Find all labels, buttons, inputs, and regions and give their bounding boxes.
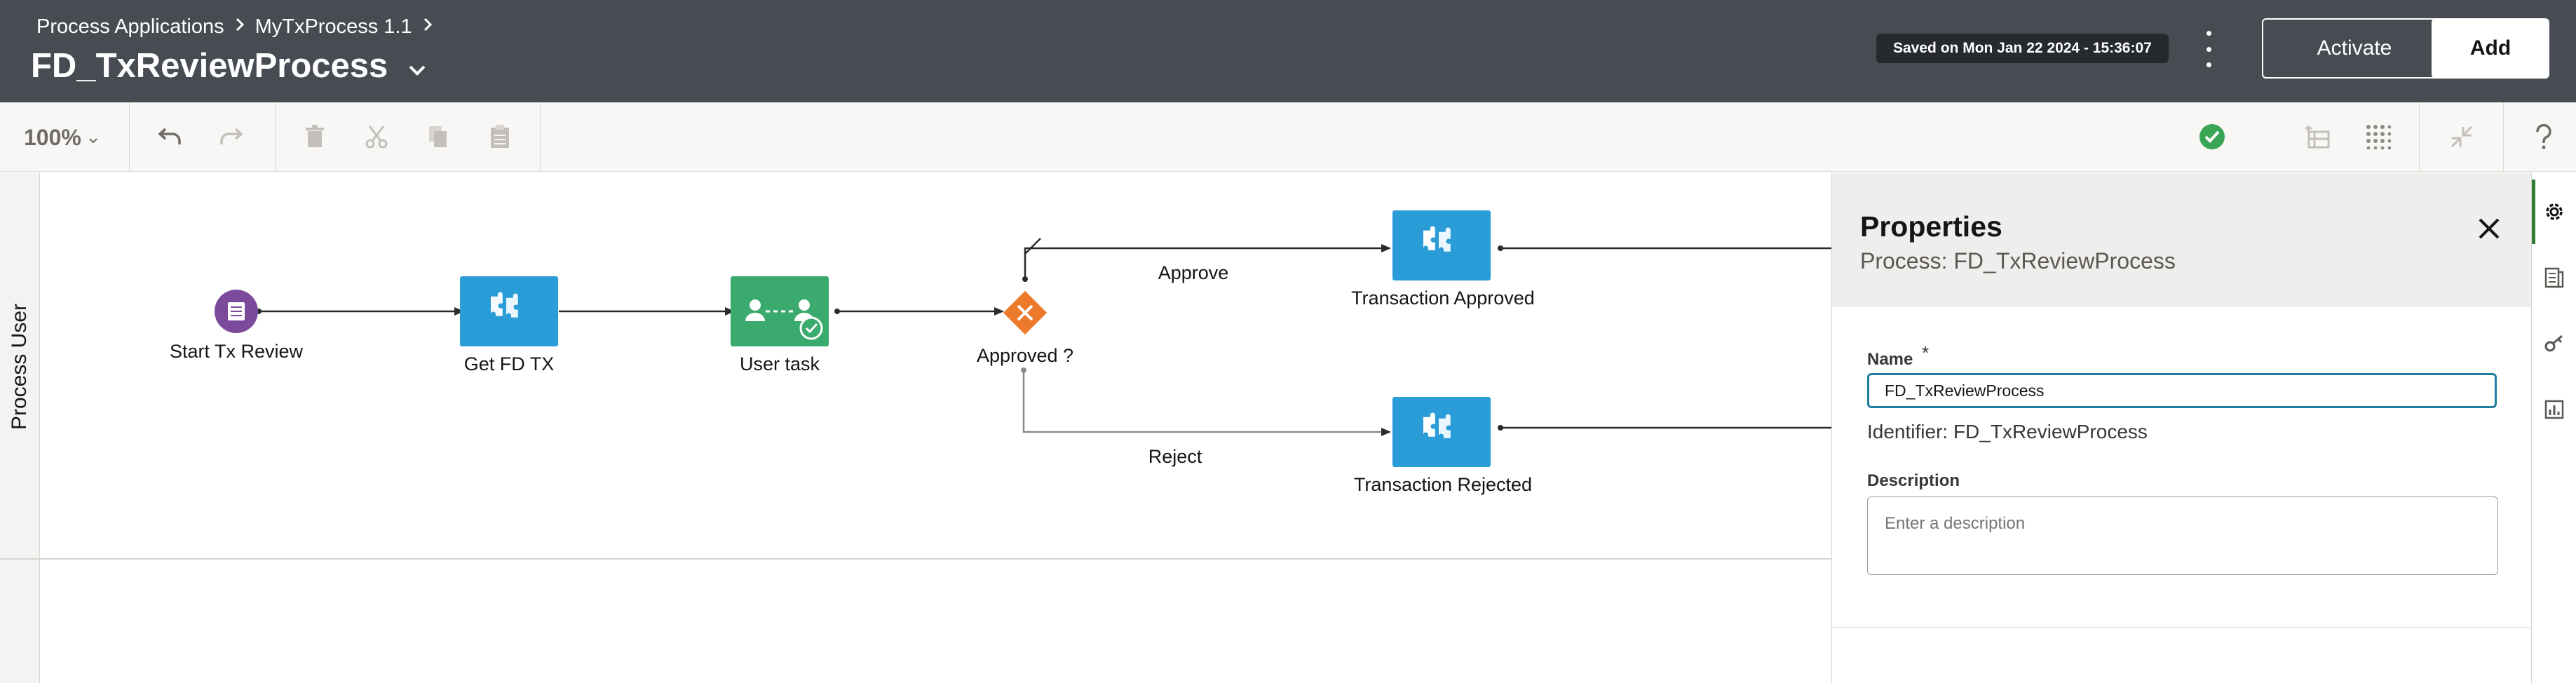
default-flow-marker [1024,238,1041,255]
puzzle-icon [1423,226,1451,252]
gateway-label: Approved ? [976,345,1074,366]
copy-icon[interactable] [421,119,456,154]
redo-icon[interactable] [214,119,249,154]
flow-reject[interactable] [1022,370,1391,436]
more-options-icon[interactable] [2198,31,2219,67]
properties-title: Properties [1860,210,2002,243]
breadcrumb-mytxprocess[interactable]: MyTxProcess 1.1 [255,15,412,38]
approve-flow-label: Approve [1158,262,1229,283]
properties-subtitle: Process: FD_TxReviewProcess [1860,248,2176,273]
section-divider [1832,627,2532,628]
identifier-text: Identifier: FD_TxReviewProcess [1867,421,2148,442]
delete-icon[interactable] [297,119,332,154]
collapse-icon[interactable] [2444,119,2479,154]
help-icon[interactable] [2526,119,2561,154]
toolbar-divider [2419,102,2420,171]
page-title: FD_TxReviewProcess [31,47,388,85]
check-badge-icon [799,316,823,340]
required-mark: * [1922,342,1930,363]
chevron-down-icon[interactable] [407,46,427,86]
properties-rail [2531,173,2576,683]
toolbar-divider [275,102,276,171]
puzzle-icon [1423,412,1451,438]
cut-icon[interactable] [359,119,394,154]
swimlane-icon[interactable] [2300,119,2335,154]
validation-ok-icon[interactable] [2195,119,2230,154]
close-icon[interactable] [2477,210,2501,249]
flow-approve[interactable] [1024,244,1391,282]
active-tab-indicator [2532,180,2535,244]
x-icon [1017,304,1033,321]
name-field[interactable] [1867,373,2497,408]
flow-origin-dot [1498,425,1503,431]
transaction-approved-label: Transaction Approved [1351,288,1535,309]
chevron-down-icon [89,138,97,144]
name-field-label: Name * [1867,342,1930,369]
breadcrumb-process-applications[interactable]: Process Applications [36,15,224,38]
undo-icon[interactable] [152,119,187,154]
user-task-label: User task [739,353,820,374]
zoom-value: 100% [24,125,81,150]
user-task[interactable] [731,276,829,346]
service-task-transaction-approved[interactable] [1392,210,1491,280]
toolbar-divider [2503,102,2504,171]
properties-panel: Properties Process: FD_TxReviewProcess N… [1831,173,2532,683]
description-field-label: Description [1867,471,1960,490]
start-event[interactable] [215,290,258,333]
transaction-rejected-label: Transaction Rejected [1353,474,1533,495]
flow-origin-dot [1498,245,1503,251]
zoom-select[interactable]: 100% [24,125,99,151]
flow-origin-dot [1022,276,1028,282]
process-diagram[interactable] [0,173,1831,558]
properties-header: Properties Process: FD_TxReviewProcess [1832,173,2532,307]
app-header: Process Applications MyTxProcess 1.1 FD_… [0,0,2576,102]
gear-icon[interactable] [2532,189,2576,234]
swimlane-divider [0,558,1831,560]
flow-origin-dot [834,309,840,314]
saved-status-badge: Saved on Mon Jan 22 2024 - 15:36:07 [1876,34,2169,63]
activate-button[interactable]: Activate [2262,18,2447,79]
process-title[interactable]: FD_TxReviewProcess [31,46,427,86]
paste-icon[interactable] [482,119,517,154]
toolbar-divider [129,102,130,171]
flow-origin-dot [1021,367,1026,373]
diagram-toolbar: 100% [0,102,2576,172]
document-icon[interactable] [2532,255,2576,300]
service-task-transaction-rejected[interactable] [1392,397,1491,467]
service-task-get-fd-tx[interactable] [460,276,558,346]
key-icon[interactable] [2532,321,2576,366]
chevron-right-icon [234,16,245,38]
reject-flow-label: Reject [1148,446,1202,467]
swimlane-header-empty [0,558,40,683]
breadcrumb: Process Applications MyTxProcess 1.1 [36,15,433,39]
add-button[interactable]: Add [2432,18,2549,79]
exclusive-gateway[interactable] [1003,290,1048,335]
puzzle-icon [491,292,518,318]
grid-icon[interactable] [2361,119,2396,154]
swimlane-header[interactable]: Process User [0,173,40,558]
chart-icon[interactable] [2532,387,2576,432]
chevron-right-icon [422,16,433,38]
description-field[interactable] [1867,496,2498,575]
start-event-label: Start Tx Review [169,341,304,362]
get-fd-tx-label: Get FD TX [463,353,555,374]
toolbar-divider [540,102,541,171]
